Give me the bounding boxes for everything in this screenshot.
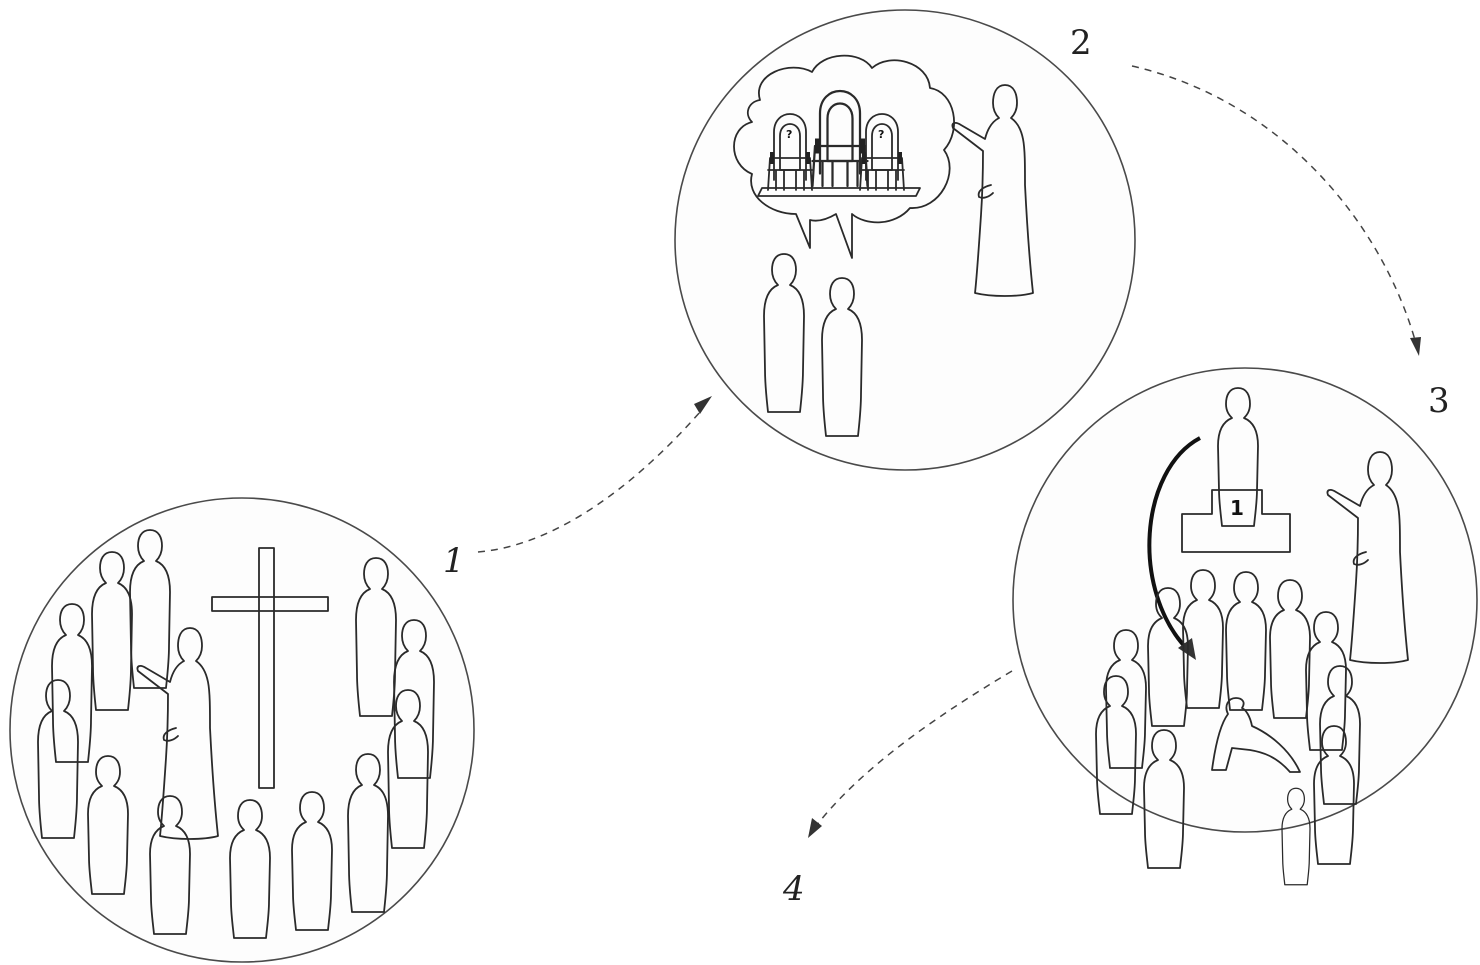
connector-3-4 <box>816 671 1012 826</box>
step-label-2: 2 <box>1070 23 1092 63</box>
scene-3-podium-humility: 1 <box>1013 368 1477 885</box>
connector-2-3-arrowhead <box>1410 337 1421 356</box>
connector-3-4-arrowhead <box>808 818 822 838</box>
throne-question-mark-right: ? <box>878 128 884 141</box>
step-label-3: 3 <box>1428 381 1450 421</box>
scene-2-circle <box>675 10 1135 470</box>
podium-rank-label: 1 <box>1230 496 1244 520</box>
connector-2-3 <box>1132 66 1415 340</box>
connector-1-2 <box>478 412 700 552</box>
step-label-1: 1 <box>443 541 465 581</box>
scene-1-circle <box>10 498 474 962</box>
step-label-4: 4 <box>782 869 805 909</box>
scene-1-cross-gathering <box>10 498 474 962</box>
scene-3-circle <box>1013 368 1477 832</box>
throne-question-mark-left: ? <box>786 128 792 141</box>
connector-1-2-arrowhead <box>694 396 712 414</box>
scene-2-thrones-vision: ? ? <box>675 10 1135 470</box>
